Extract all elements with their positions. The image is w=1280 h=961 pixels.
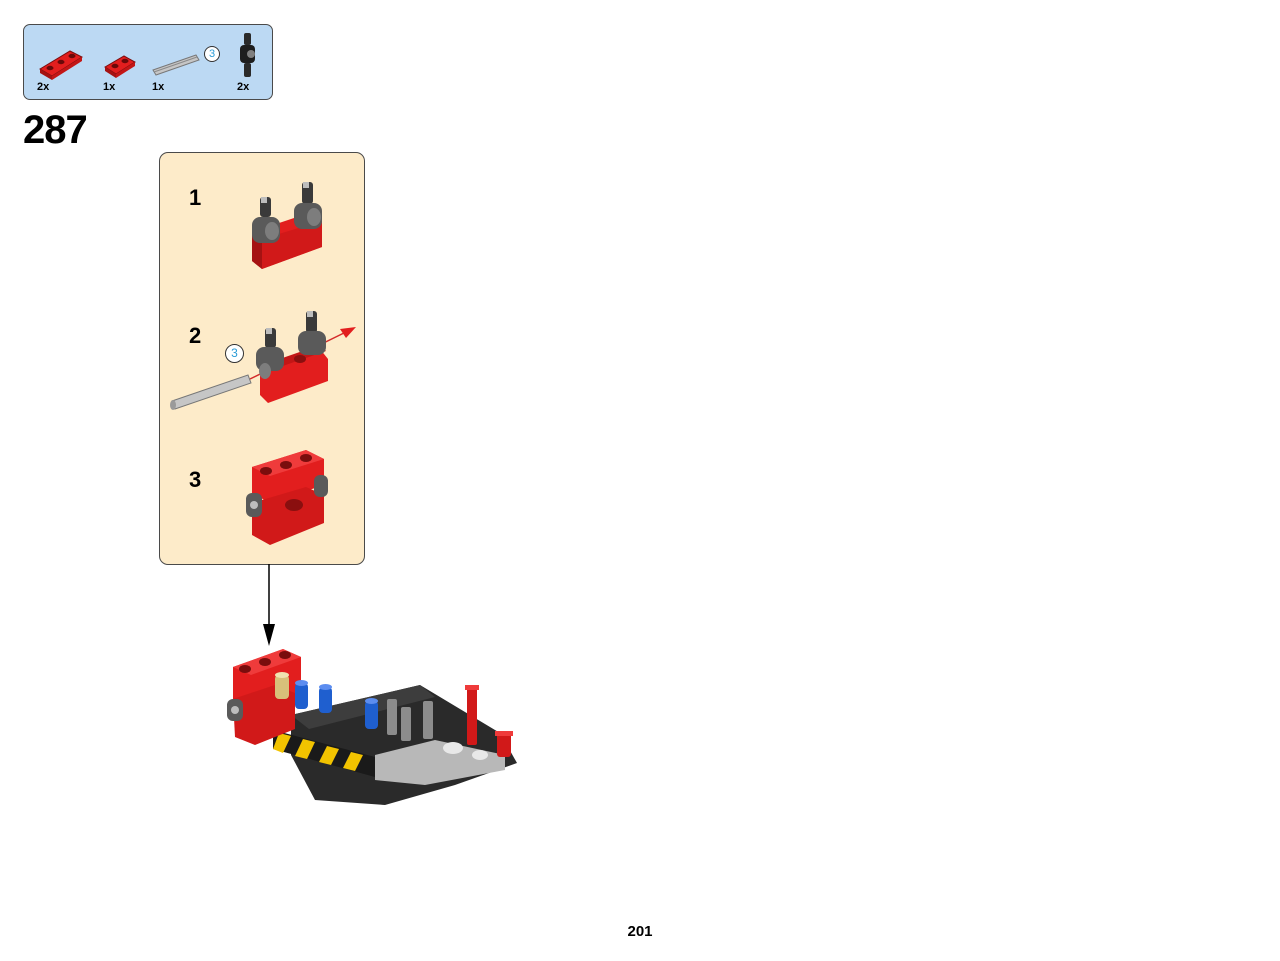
substep-label-2: 2 [189, 323, 202, 348]
substep-label-1: 1 [189, 185, 202, 210]
part-qty-3: 1x [152, 81, 165, 93]
substep-2-illustration [170, 311, 356, 410]
substep-1-illustration [252, 182, 322, 269]
axle-length-badge-substep: 3 [225, 344, 244, 363]
red-beam-3-part [39, 50, 84, 80]
substep-label-3: 3 [189, 467, 202, 492]
part-qty-2: 1x [103, 81, 116, 93]
part-qty-4: 2x [237, 81, 250, 93]
step-number: 287 [23, 108, 88, 152]
black-connector-pin-part [240, 33, 255, 77]
subassembly-panel: 1 2 3 3 [159, 152, 365, 565]
parts-list-callout: 2x 1x 3 1x 2x [23, 24, 273, 100]
substep-3-illustration [246, 450, 328, 545]
red-beam-2-part [104, 55, 136, 78]
page-number: 201 [627, 923, 653, 940]
down-arrow [263, 564, 275, 646]
main-assembly-illustration [227, 649, 517, 805]
grey-axle-part [152, 54, 200, 76]
axle-length-badge: 3 [204, 46, 220, 62]
part-qty-1: 2x [37, 81, 50, 93]
